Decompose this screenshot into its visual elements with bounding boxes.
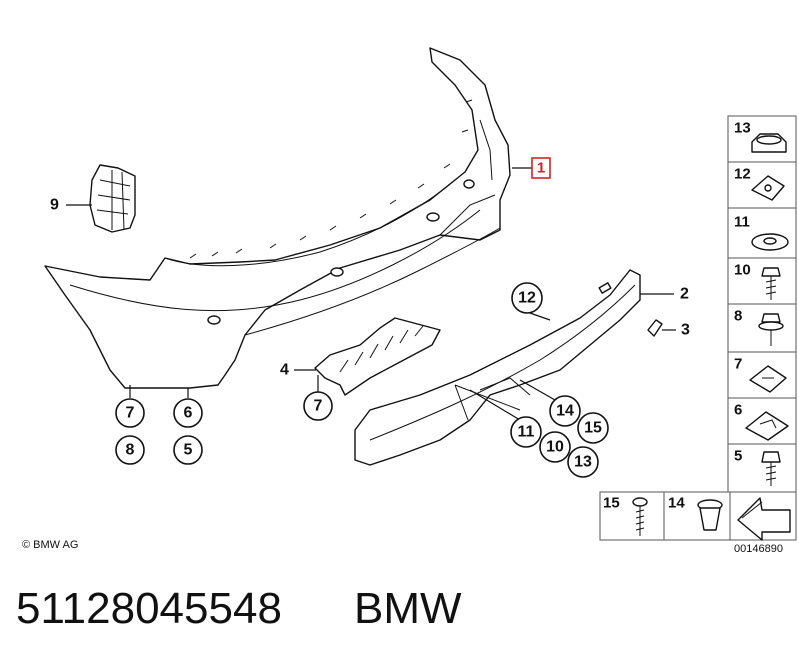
panel-cell-15[interactable] — [599, 491, 665, 541]
parts-diagram: 1 9 4 2 3 7 8 6 — [22, 47, 797, 555]
callout-circle-5[interactable]: 5 — [173, 435, 203, 465]
part-1-highlight-box[interactable] — [531, 157, 551, 179]
diffuser-part-2 — [354, 269, 641, 466]
callout-circle-12[interactable]: 12 — [511, 282, 543, 314]
arrow-icon — [737, 497, 791, 541]
svg-text:10: 10 — [546, 439, 564, 456]
svg-text:15: 15 — [584, 420, 602, 437]
side-parts-panel: 13 12 11 10 8 7 6 5 — [727, 115, 797, 493]
drawing-number: 00146890 — [734, 543, 783, 555]
callout-circle-7b[interactable]: 7 — [303, 391, 333, 421]
svg-text:7: 7 — [734, 356, 742, 373]
callout-circle-7a[interactable]: 7 — [115, 398, 145, 428]
callout-3[interactable]: 3 — [681, 322, 690, 339]
copyright-text: © BMW AG — [22, 539, 78, 551]
bottom-parts-panel: 15 14 — [599, 491, 797, 541]
rear-bumper-trim-panel — [44, 47, 511, 389]
brand-name: BMW — [354, 584, 462, 633]
svg-text:13: 13 — [574, 454, 592, 471]
callout-circle-6[interactable]: 6 — [173, 398, 203, 428]
bracket-part-9 — [89, 164, 136, 233]
svg-text:5: 5 — [734, 448, 742, 465]
svg-text:14: 14 — [668, 495, 685, 512]
callout-circle-15[interactable]: 15 — [577, 412, 609, 444]
svg-text:7: 7 — [126, 405, 135, 422]
svg-text:13: 13 — [734, 120, 751, 137]
part-number: 51128045548 — [16, 584, 282, 633]
svg-text:11: 11 — [518, 424, 535, 441]
callout-circle-10[interactable]: 10 — [539, 431, 571, 463]
part-1-label[interactable]: 1 — [537, 160, 545, 177]
svg-text:6: 6 — [184, 405, 193, 422]
svg-text:7: 7 — [314, 398, 323, 415]
svg-text:11: 11 — [734, 214, 750, 231]
panel-cell-5[interactable] — [727, 443, 797, 493]
svg-text:8: 8 — [126, 442, 135, 459]
callout-2[interactable]: 2 — [680, 286, 689, 303]
svg-text:8: 8 — [734, 308, 742, 325]
svg-text:15: 15 — [603, 495, 620, 512]
callout-circle-13[interactable]: 13 — [567, 446, 599, 478]
svg-text:6: 6 — [734, 402, 742, 419]
svg-text:5: 5 — [184, 442, 193, 459]
svg-text:12: 12 — [734, 166, 751, 183]
callout-circle-8[interactable]: 8 — [115, 435, 145, 465]
callout-4[interactable]: 4 — [280, 362, 289, 379]
callout-circle-11[interactable]: 11 — [510, 416, 542, 448]
clip-part-3 — [647, 319, 663, 337]
svg-text:10: 10 — [734, 262, 751, 279]
svg-text:14: 14 — [556, 403, 574, 420]
callout-circle-14[interactable]: 14 — [549, 395, 581, 427]
reinforcement-part-4 — [314, 317, 441, 396]
svg-text:12: 12 — [518, 290, 536, 307]
callout-9[interactable]: 9 — [50, 197, 59, 214]
